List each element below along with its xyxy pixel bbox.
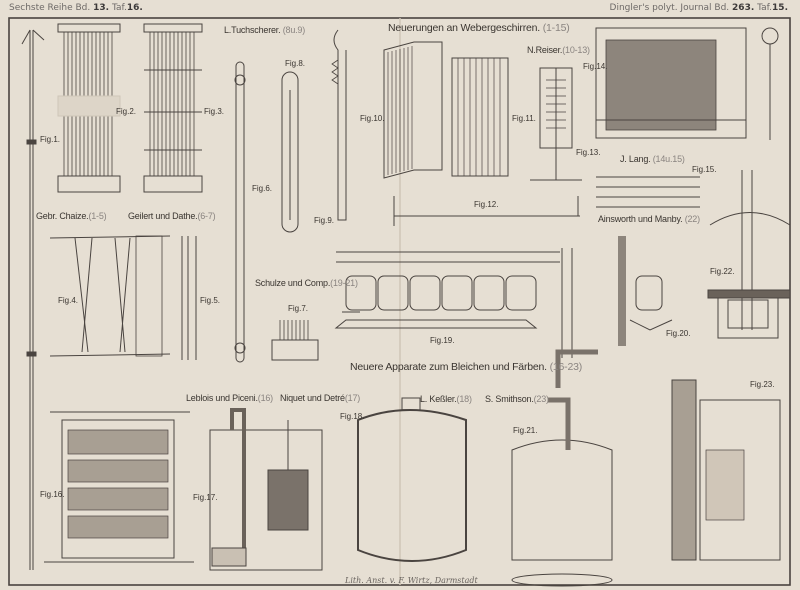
author-name: Geilert und Dathe.: [128, 211, 198, 221]
section-title-heddles-range: (1-15): [542, 22, 570, 34]
author-credit: Schulze und Comp.(19-21): [255, 278, 358, 288]
author-figs: (8u.9): [282, 25, 306, 35]
author-figs: (16): [257, 393, 273, 403]
fig2-heddle-frame: [57, 23, 121, 193]
figure-label: Fig.11.: [512, 114, 536, 123]
figure-label: Fig.3.: [204, 107, 225, 116]
author-name: S. Smithson.: [485, 394, 534, 404]
journal-plate-number: 15.: [772, 3, 788, 13]
figure-label: Fig.2.: [116, 107, 137, 116]
fig23-column: [671, 379, 781, 561]
figure-label: Fig.1.: [40, 135, 61, 144]
section-title-heddles: Neuerungen an Webergeschirren. (1-15): [388, 22, 570, 34]
volume-number: 13.: [93, 3, 110, 13]
figure-label: Fig.5.: [200, 296, 221, 305]
figure-label: Fig.21.: [513, 426, 538, 435]
fig10-frame: [383, 41, 443, 179]
section-title-heddles-text: Neuerungen an Webergeschirren.: [388, 22, 540, 34]
author-credit: L.Tuchscherer. (8u.9): [224, 25, 305, 35]
author-credit: Leblois und Piceni.(16): [186, 393, 273, 403]
figure-label: Fig.13.: [576, 148, 601, 157]
figure-label: Fig.6.: [252, 184, 273, 193]
plate-number: 16.: [126, 3, 143, 13]
author-credit: L. Keßler.(18): [420, 394, 472, 404]
figure-label: Fig.19.: [430, 336, 455, 345]
author-figs: (19-21): [330, 278, 358, 288]
fig7-comb: [271, 320, 319, 361]
fig1-cord: [21, 29, 45, 570]
header-left: Sechste Reihe Bd. 13. Taf.16.: [9, 3, 143, 13]
author-credit: S. Smithson.(23): [485, 394, 549, 404]
fig3-heddle-frame: [143, 23, 203, 193]
author-figs: (23): [533, 394, 549, 404]
series-label: Sechste Reihe Bd.: [9, 3, 91, 13]
author-name: J. Lang.: [620, 154, 651, 164]
author-figs: (14u.15): [652, 154, 685, 164]
fig5-rods: [181, 236, 197, 360]
figure-label: Fig.17.: [193, 493, 218, 502]
author-name: L.Tuchscherer.: [224, 25, 281, 35]
fig21-tank: [511, 349, 613, 587]
author-name: N.Reiser.: [527, 45, 563, 55]
author-figs: (6-7): [197, 211, 216, 221]
figure-label: Fig.15.: [692, 165, 717, 174]
journal-volume: 263.: [732, 3, 755, 13]
author-name: Gebr. Chaize.: [36, 211, 89, 221]
fig12-rod: [393, 196, 580, 226]
fig13-spiral: [530, 67, 582, 181]
figure-label: Fig.10.: [360, 114, 385, 123]
author-credit: Geilert und Dathe.(6-7): [128, 211, 216, 221]
journal-plate-prefix: Taf.: [757, 3, 773, 13]
author-figs: (22): [684, 214, 700, 224]
fig14-frame: [595, 27, 779, 140]
figure-label: Fig.14.: [583, 62, 608, 71]
author-name: L. Keßler.: [420, 394, 457, 404]
section-title-bleaching-range: (16-23): [549, 361, 583, 373]
fig4-harness: [49, 235, 171, 357]
fig18-kettle: [357, 397, 467, 562]
author-name: Niquet und Detré: [280, 393, 345, 403]
author-credit: Ainsworth und Manby. (22): [598, 214, 700, 224]
fig11-frame: [451, 57, 509, 177]
fig6-heddle: [234, 61, 246, 363]
journal-label: Dingler's polyt. Journal Bd.: [609, 3, 730, 13]
author-credit: N.Reiser.(10-13): [527, 45, 590, 55]
author-credit: Gebr. Chaize.(1-5): [36, 211, 107, 221]
figure-label: Fig.12.: [474, 200, 499, 209]
plate-prefix: Taf.: [111, 3, 127, 13]
fig20-apparatus: [618, 236, 673, 346]
author-name: Leblois und Piceni.: [186, 393, 258, 403]
author-credit: Niquet und Detré(17): [280, 393, 360, 403]
author-name: Schulze und Comp.: [255, 278, 331, 288]
fig9-hook: [331, 29, 347, 221]
fig16-vat: [44, 411, 194, 563]
figure-label: Fig.8.: [285, 59, 306, 68]
author-figs: (1-5): [88, 211, 107, 221]
figure-label: Fig.22.: [710, 267, 735, 276]
figure-label: Fig.18.: [340, 412, 365, 421]
figure-label: Fig.20.: [666, 329, 691, 338]
fig15-needles: [596, 176, 700, 208]
fig21-pipe: [561, 248, 573, 358]
fig19-tanks: [334, 251, 560, 329]
figure-label: Fig.16.: [40, 490, 65, 499]
lithographer-imprint: Lith. Anst. v. F. Wirtz, Darmstadt: [345, 576, 478, 585]
figure-label: Fig.9.: [314, 216, 335, 225]
section-title-bleaching: Neuere Apparate zum Bleichen und Färben.…: [350, 361, 582, 373]
figure-label: Fig.7.: [288, 304, 309, 313]
figure-label: Fig.23.: [750, 380, 775, 389]
fig22-apparatus: [707, 170, 791, 339]
header-right: Dingler's polyt. Journal Bd. 263. Taf.15…: [610, 3, 788, 13]
author-figs: (17): [344, 393, 361, 403]
fig8-hook: [281, 71, 299, 233]
fig17-apparatus: [209, 408, 323, 571]
figure-label: Fig.4.: [58, 296, 79, 305]
author-name: Ainsworth und Manby.: [598, 214, 683, 224]
section-title-bleaching-text: Neuere Apparate zum Bleichen und Färben.: [350, 361, 547, 373]
author-figs: (10-13): [562, 45, 590, 55]
author-figs: (18): [456, 394, 472, 404]
author-credit: J. Lang. (14u.15): [620, 154, 685, 164]
